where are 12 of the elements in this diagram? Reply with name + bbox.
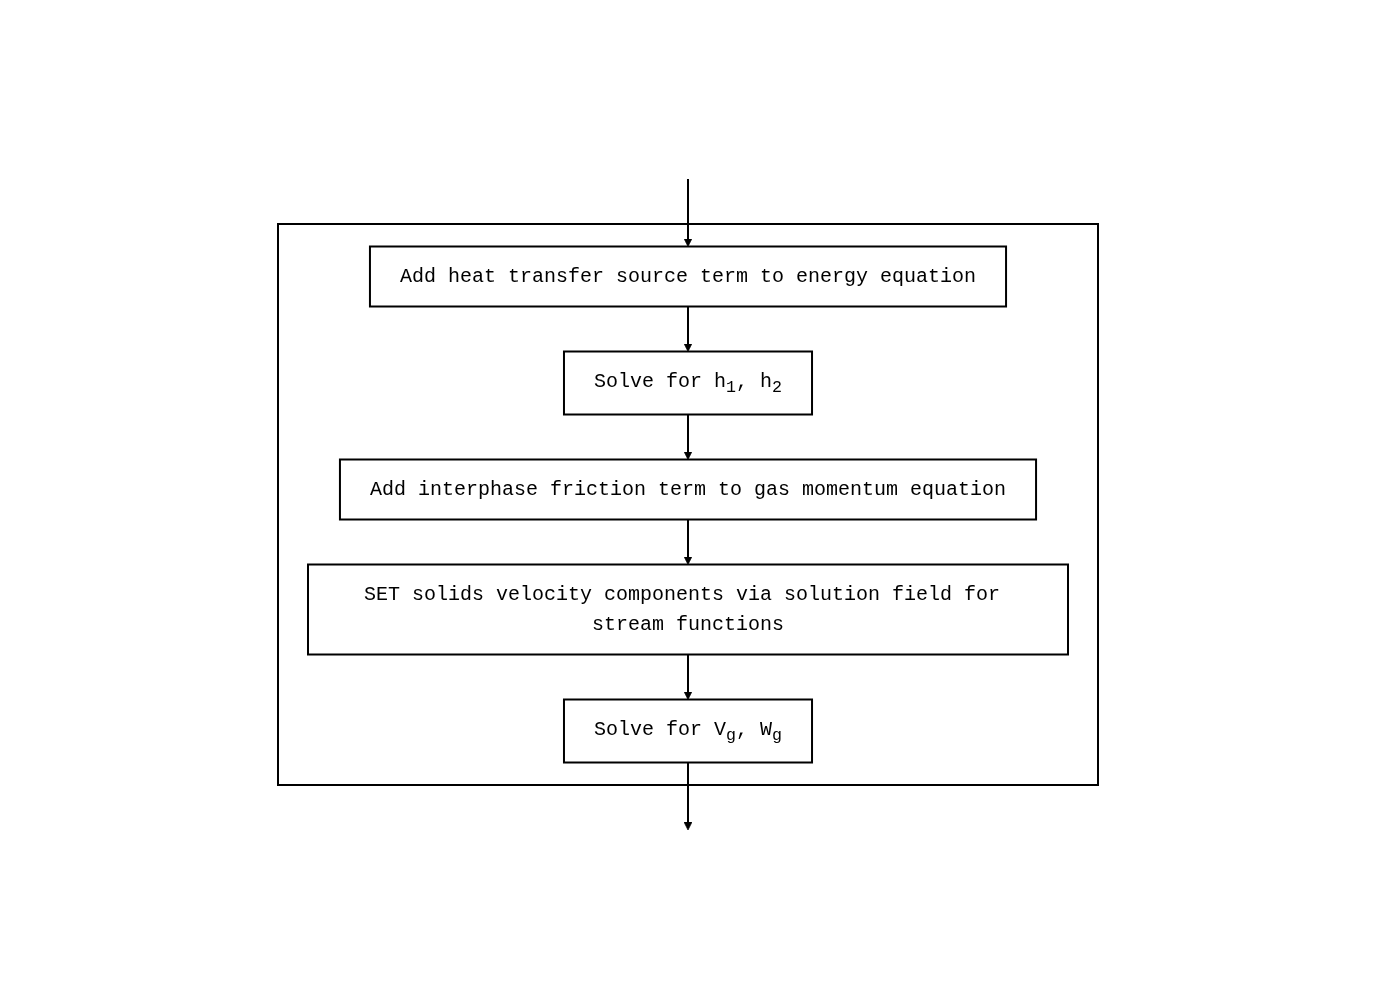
node-box: Solve for h$_{1}$, h$_{2}$ bbox=[562, 350, 813, 415]
node-box: Solve for V$_{g}$, W$_{g}$ bbox=[562, 698, 813, 763]
cluster bbox=[276, 222, 1099, 786]
node-box: Add heat transfer source term to energy equation bbox=[368, 245, 1007, 307]
arrow bbox=[683, 177, 692, 247]
arrow bbox=[683, 761, 692, 830]
arrow bbox=[683, 518, 692, 565]
node-box: SET solids velocity components via solution field for stream functions bbox=[306, 563, 1069, 655]
node-box: Add interphase friction term to gas momentum equation bbox=[338, 458, 1037, 520]
arrow bbox=[683, 413, 692, 460]
arrow bbox=[683, 653, 692, 700]
arrow bbox=[683, 305, 692, 352]
